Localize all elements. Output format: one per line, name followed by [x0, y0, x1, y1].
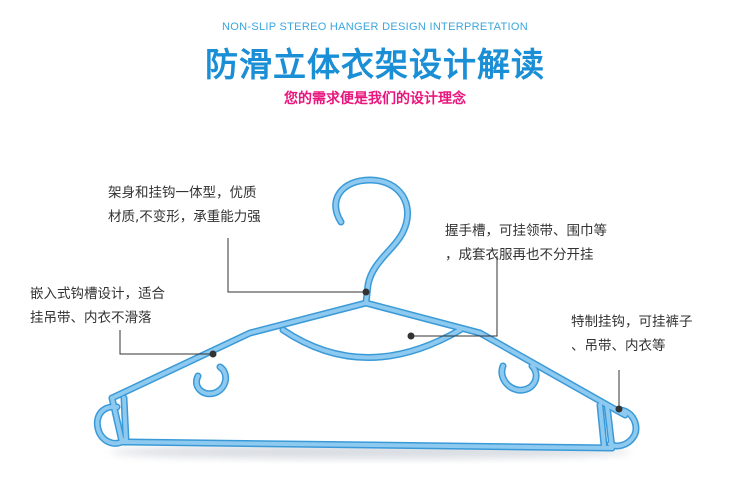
english-subtitle: NON-SLIP STEREO HANGER DESIGN INTERPRETA… [222, 21, 528, 33]
callout-grip: 握手槽，可挂领带、围巾等 ，成套衣服再也不分开挂 [445, 219, 607, 267]
callout-hook-line2: 、吊带、内衣等 [571, 338, 666, 354]
leader-dots [209, 288, 623, 413]
page-title: 防滑立体衣架设计解读 [205, 45, 545, 84]
callout-groove-line1: 嵌入式钩槽设计，适合 [30, 286, 165, 302]
leader-dot-grip [407, 332, 415, 340]
leader-line-integrated [227, 238, 366, 293]
leader-dot-groove [209, 350, 217, 358]
leader-line-groove [119, 330, 213, 355]
callout-integrated: 架身和挂钩一体型，优质 材质,不变形，承重能力强 [108, 181, 261, 229]
leader-dot-hook [615, 405, 623, 413]
callout-grip-line2: ，成套衣服再也不分开挂 [445, 247, 594, 263]
hanger-body [93, 176, 640, 452]
leader-lines [119, 238, 620, 409]
callout-grip-line1: 握手槽，可挂领带、围巾等 [445, 223, 607, 239]
callout-hook: 特制挂钩，可挂裤子 、吊带、内衣等 [571, 310, 693, 358]
callout-groove: 嵌入式钩槽设计，适合 挂吊带、内衣不滑落 [30, 282, 165, 330]
callout-hook-line1: 特制挂钩，可挂裤子 [571, 314, 693, 330]
slogan: 您的需求便是我们的设计理念 [284, 91, 466, 107]
leader-line-grip [411, 256, 498, 337]
callout-groove-line2: 挂吊带、内衣不滑落 [30, 310, 152, 326]
leader-dot-integrated [362, 288, 370, 296]
callout-integrated-line2: 材质,不变形，承重能力强 [108, 209, 261, 225]
callout-integrated-line1: 架身和挂钩一体型，优质 [108, 185, 257, 201]
